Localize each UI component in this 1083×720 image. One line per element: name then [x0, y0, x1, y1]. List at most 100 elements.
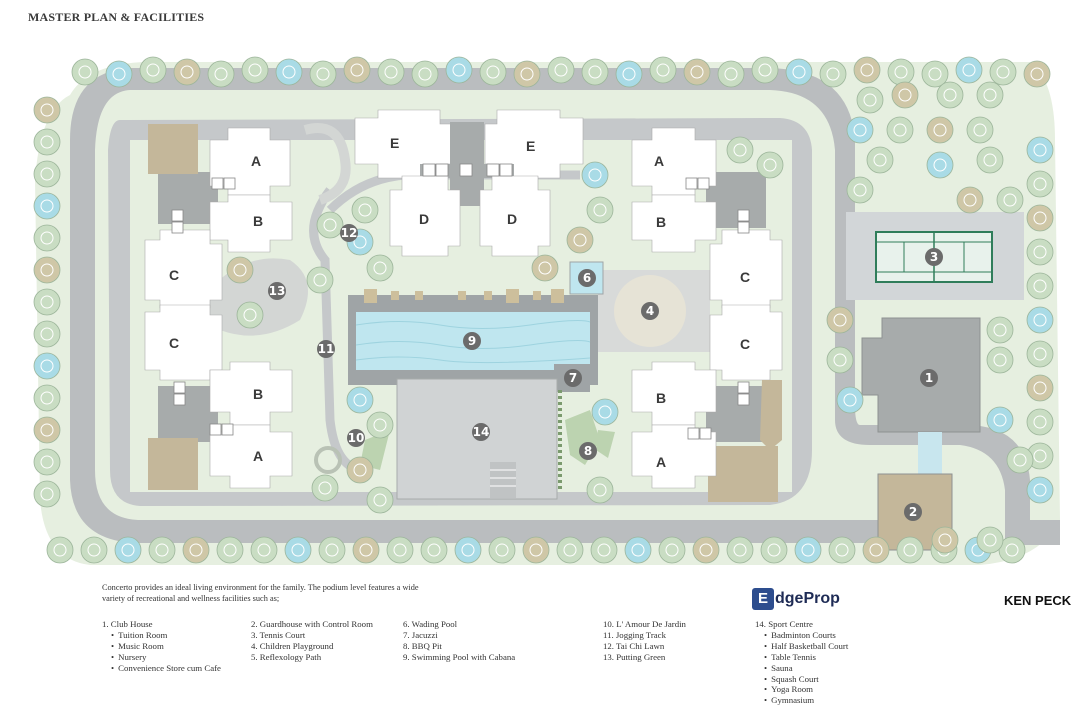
legend-item: 7. Jacuzzi: [403, 629, 438, 640]
tree-detail: [373, 418, 387, 432]
tree: [33, 192, 61, 220]
tree-detail: [243, 308, 257, 322]
tree: [1026, 374, 1054, 402]
tree: [33, 256, 61, 284]
tree: [926, 116, 954, 144]
tree: [931, 526, 959, 554]
label-block-a-4: A: [656, 454, 666, 470]
tree: [216, 536, 244, 564]
tree: [556, 536, 584, 564]
tree-detail: [40, 199, 54, 213]
tree: [250, 536, 278, 564]
tree: [226, 256, 254, 284]
tree: [760, 536, 788, 564]
tree: [33, 128, 61, 156]
tree: [886, 116, 914, 144]
label-block-c-3: C: [740, 269, 750, 285]
tree: [853, 56, 881, 84]
tree-detail: [1033, 143, 1047, 157]
svg-text:6: 6: [583, 271, 591, 285]
tree: [366, 411, 394, 439]
tree: [46, 536, 74, 564]
logo-text: dgeProp: [775, 590, 840, 607]
tower-clubhouse-left-bottom: [148, 438, 198, 490]
label-block-e-1: E: [390, 135, 399, 151]
tree-detail: [860, 63, 874, 77]
tree: [1026, 204, 1054, 232]
tree: [1026, 272, 1054, 300]
block-c-left-1: [144, 229, 223, 309]
tree: [862, 536, 890, 564]
tree: [826, 306, 854, 334]
tree-detail: [40, 327, 54, 341]
tree-detail: [282, 65, 296, 79]
tree-detail: [835, 543, 849, 557]
tree: [846, 176, 874, 204]
tree-detail: [358, 203, 372, 217]
marker-1: 1: [920, 369, 938, 387]
marker-3: 3: [925, 248, 943, 266]
tree-detail: [573, 233, 587, 247]
tree-detail: [792, 65, 806, 79]
tree: [522, 536, 550, 564]
tree: [966, 116, 994, 144]
tree: [615, 60, 643, 88]
marker-10: 10: [347, 429, 365, 447]
tree: [566, 226, 594, 254]
tree: [1026, 476, 1054, 504]
tree-detail: [588, 168, 602, 182]
tree-detail: [1005, 543, 1019, 557]
tree: [649, 56, 677, 84]
tree-detail: [1033, 313, 1047, 327]
svg-text:4: 4: [646, 304, 654, 318]
tree-detail: [943, 88, 957, 102]
legend-item: 11. Jogging Track: [603, 629, 666, 640]
tree: [828, 536, 856, 564]
label-block-d-2: D: [507, 211, 517, 227]
tree-detail: [40, 423, 54, 437]
tree-detail: [87, 543, 101, 557]
tree-detail: [622, 67, 636, 81]
site-plan-map: A B C C B A E E D D A B C C B A 1 2 3 4 …: [33, 56, 1060, 565]
legend-item: 2. Guardhouse with Control Room: [251, 619, 373, 629]
logo-mark: E: [752, 588, 774, 610]
tree: [591, 398, 619, 426]
legend-item: 13. Putting Green: [603, 651, 666, 662]
block-c-right-2: [709, 304, 783, 381]
tree: [105, 60, 133, 88]
tree-detail: [938, 533, 952, 547]
tree-detail: [763, 158, 777, 172]
tree: [236, 301, 264, 329]
lift-cores: [171, 163, 750, 440]
legend-item: 8. BBQ Pit: [403, 640, 442, 651]
tree: [1026, 340, 1054, 368]
tree-detail: [325, 543, 339, 557]
tree: [658, 536, 686, 564]
block-b-right-bottom: [631, 361, 717, 426]
label-block-b-2: B: [253, 386, 263, 402]
cabana: [364, 289, 377, 303]
tree: [311, 474, 339, 502]
tree-detail: [1033, 449, 1047, 463]
tree-detail: [733, 143, 747, 157]
tree-detail: [40, 295, 54, 309]
tree-detail: [963, 193, 977, 207]
tree-detail: [529, 543, 543, 557]
svg-text:14: 14: [473, 425, 490, 439]
label-block-b-4: B: [656, 390, 666, 406]
tree-detail: [928, 67, 942, 81]
tree: [692, 536, 720, 564]
tree: [846, 116, 874, 144]
tree: [956, 186, 984, 214]
tree: [33, 224, 61, 252]
tree: [986, 316, 1014, 344]
tree-detail: [903, 543, 917, 557]
tree: [826, 346, 854, 374]
legend-item: 6. Wading Pool: [403, 619, 458, 629]
tree: [33, 320, 61, 348]
block-b-left-top: [209, 194, 293, 253]
tree: [377, 58, 405, 86]
tree-detail: [452, 63, 466, 77]
tree-detail: [863, 93, 877, 107]
tree-detail: [853, 183, 867, 197]
